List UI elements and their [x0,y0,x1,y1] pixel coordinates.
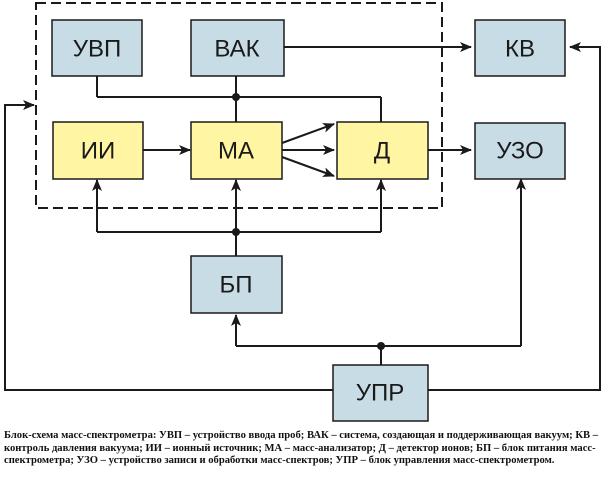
mass-spectrometer-block-diagram: УВП ВАК КВ ИИ МА Д УЗО БП УПР [4,2,601,422]
label-ma: МА [218,138,254,165]
block-vak [190,19,285,77]
block-bp [190,255,283,314]
arrow-ma-to-d-lower [281,156,335,177]
arrow-upr-to-vacuum-frame [4,100,333,391]
figure-caption: Блок-схема масс-спектрометра: УВП – устр… [4,430,599,467]
arrow-upr-to-kv [428,42,601,391]
label-uvp: УВП [73,36,122,63]
junction-dot-bus-top [232,93,240,101]
label-d: Д [374,138,390,165]
block-ma [190,121,283,180]
block-kv [474,19,566,77]
vacuum-enclosure-dashed-frame [35,2,443,209]
label-ii: ИИ [81,138,116,165]
block-upr [332,364,429,422]
junction-dot-upr [377,342,385,350]
block-uzo [474,122,566,180]
junction-dot-bp [232,228,240,236]
arrow-ma-to-d-upper [281,123,335,144]
block-d [336,121,429,180]
block-ii [52,121,144,180]
label-bp: БП [220,272,253,299]
label-kv: КВ [505,36,535,63]
label-vak: ВАК [214,36,259,63]
label-uzo: УЗО [496,138,544,165]
label-upr: УПР [356,380,405,407]
block-uvp [51,19,143,77]
